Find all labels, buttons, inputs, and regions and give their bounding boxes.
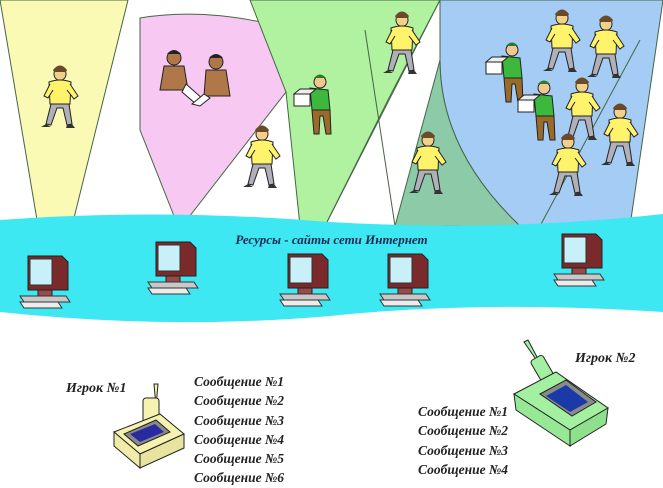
- list-item: Сообщение №1: [194, 374, 285, 389]
- seated-people-icon: [159, 50, 231, 107]
- list-item: Сообщение №1: [418, 404, 509, 419]
- internet-band: [0, 214, 663, 323]
- pink-cone: [139, 13, 287, 227]
- list-item: Сообщение №3: [418, 442, 509, 458]
- monitor-icon: [379, 253, 431, 307]
- player2-message-list: Сообщение №1 Сообщение №2 Сообщение №3 С…: [418, 402, 508, 479]
- player1-message-list: Сообщение №1 Сообщение №2 Сообщение №3 С…: [194, 372, 284, 488]
- player1-label: Игрок №1: [66, 381, 127, 396]
- list-item: Сообщение №4: [194, 431, 285, 447]
- monitor-icon: [279, 253, 331, 307]
- list-item: Сообщение №6: [194, 470, 285, 486]
- player1-device-icon: [113, 383, 185, 470]
- list-item: Сообщение №3: [194, 412, 285, 428]
- list-item: Сообщение №4: [418, 461, 509, 477]
- cone-edge: [364, 29, 396, 227]
- band-title: Ресурсы - сайты сети Интернет: [235, 232, 428, 247]
- monitor-icon: [147, 241, 199, 295]
- cone-edge: [324, 0, 441, 227]
- list-item: Сообщение №5: [194, 451, 285, 467]
- list-item: Сообщение №2: [418, 423, 509, 439]
- player2-device-icon: [513, 339, 609, 447]
- list-item: Сообщение №2: [194, 393, 285, 409]
- monitor-icon: [19, 255, 71, 309]
- player2-label: Игрок №2: [575, 351, 636, 366]
